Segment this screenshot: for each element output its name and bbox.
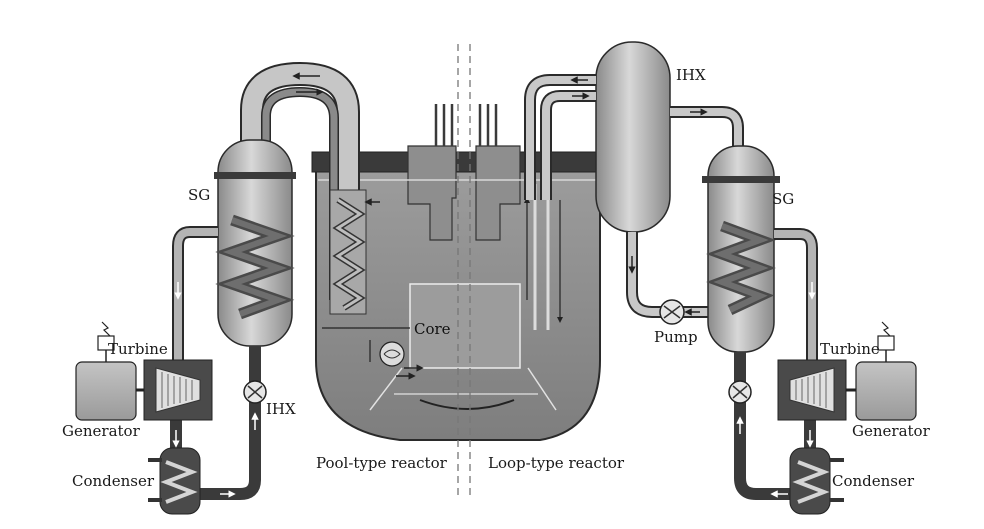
core-label: Core xyxy=(414,320,451,338)
loop-pump-icon xyxy=(660,300,684,324)
turbine-left-label: Turbine xyxy=(108,340,168,358)
control-rods xyxy=(436,104,496,146)
turbine-right-label: Turbine xyxy=(820,340,880,358)
condenser-left-label: Condenser xyxy=(72,472,155,490)
left-loop-pump-icon xyxy=(244,381,266,403)
sg-right-label: SG xyxy=(772,190,794,208)
ihx-right-label: IHX xyxy=(676,66,706,84)
sg-left-vessel xyxy=(214,140,296,346)
sg-left-label: SG xyxy=(188,186,210,204)
turbine-left-icon xyxy=(144,360,212,420)
pump-label: Pump xyxy=(654,328,698,346)
turbine-right-icon xyxy=(778,360,846,420)
generator-left-icon xyxy=(76,322,144,420)
generator-right-icon xyxy=(846,322,916,420)
ihx-left-label: IHX xyxy=(266,400,296,418)
pool-type-label: Pool-type reactor xyxy=(316,454,448,472)
right-loop-pump-icon xyxy=(729,381,751,403)
sg-right-vessel xyxy=(702,146,780,352)
condenser-left-icon xyxy=(148,448,200,514)
loop-type-label: Loop-type reactor xyxy=(488,454,625,472)
generator-right-label: Generator xyxy=(852,422,931,440)
generator-left-label: Generator xyxy=(62,422,141,440)
condenser-right-label: Condenser xyxy=(832,472,915,490)
ihx-right-vessel xyxy=(596,42,670,232)
